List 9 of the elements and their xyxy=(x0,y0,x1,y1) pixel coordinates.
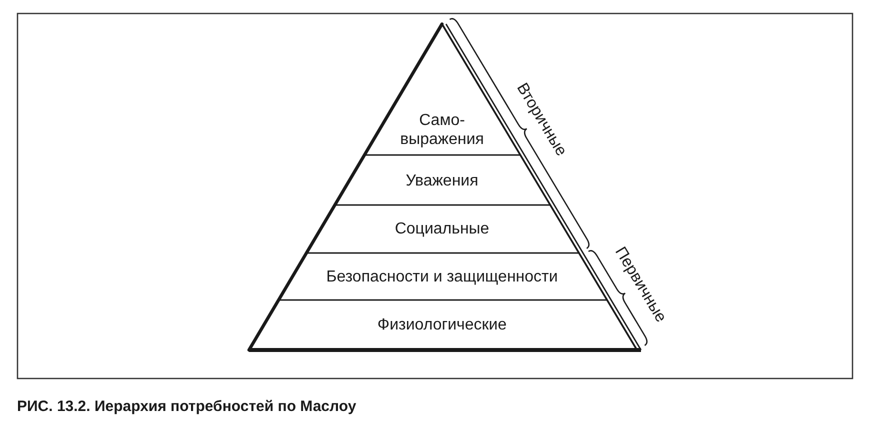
tier-label: Социальные xyxy=(394,220,490,238)
pyramid-tier xyxy=(333,154,552,206)
pyramid-tier xyxy=(305,204,580,254)
tier-label: Безопасности и защищенности xyxy=(326,268,558,286)
tier-label: Уважения xyxy=(406,172,478,190)
figure-caption: РИС. 13.2. Иерархия потребностей по Маслоу xyxy=(17,398,356,415)
tier-label: Само- выражения xyxy=(399,111,485,149)
tier-label: Физиологические xyxy=(377,316,507,334)
pyramid-tier xyxy=(277,252,609,301)
